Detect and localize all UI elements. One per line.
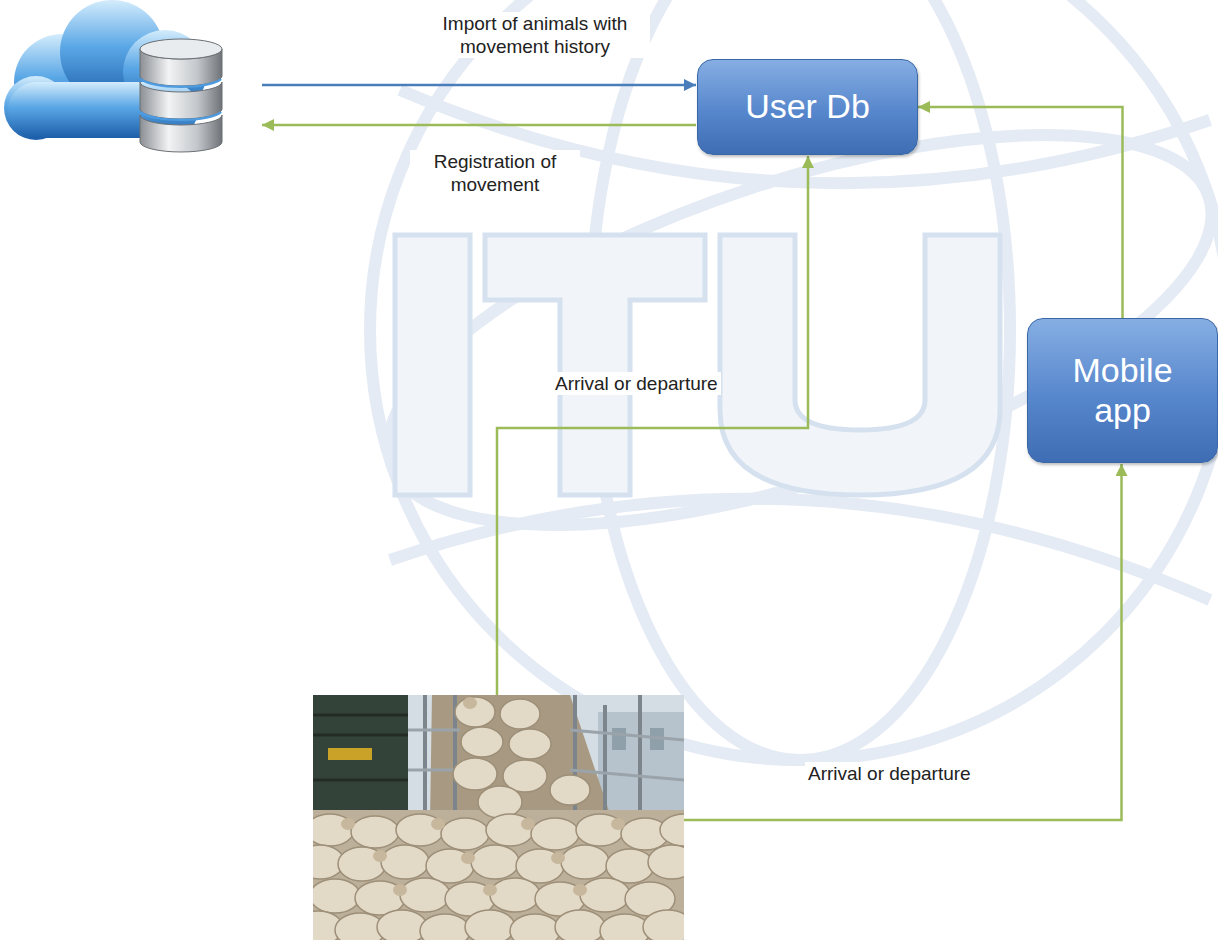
sheep-photo bbox=[550, 775, 590, 805]
import-arrow bbox=[262, 84, 696, 87]
sheep-photo bbox=[570, 770, 684, 780]
sheep-photo bbox=[313, 779, 408, 782]
sheep-photo bbox=[313, 695, 684, 940]
cloud-database-icon bbox=[141, 79, 221, 120]
cloud-database-icon bbox=[4, 0, 222, 152]
cloud-database-icon bbox=[140, 39, 222, 59]
box-label: Mobile app bbox=[1042, 351, 1203, 429]
sheep-photo bbox=[461, 727, 503, 757]
sheep-photo bbox=[660, 814, 684, 846]
sheep-photo bbox=[509, 729, 551, 759]
sheep-photo bbox=[500, 699, 540, 729]
arrival-arrow bbox=[497, 156, 808, 695]
cloud-database-icon bbox=[140, 39, 222, 152]
flow-lines bbox=[262, 85, 1122, 820]
flow-label: Registration of movement bbox=[410, 150, 580, 196]
flow-label: Arrival or departure bbox=[805, 762, 974, 785]
sheep-photo bbox=[338, 847, 386, 881]
sheep-photo bbox=[328, 748, 372, 760]
sheep-photo bbox=[313, 879, 360, 913]
sheep-photo bbox=[471, 845, 519, 879]
watermark-emblem bbox=[370, 0, 1218, 760]
watermark-letters bbox=[720, 235, 1000, 495]
sheep-photo bbox=[313, 697, 684, 940]
sheep-photo bbox=[313, 814, 354, 846]
sheep-photo bbox=[531, 818, 579, 850]
sheep-photo bbox=[430, 695, 612, 820]
cloud-database-icon bbox=[141, 79, 221, 87]
flow-label: Arrival or departure bbox=[552, 372, 721, 395]
sheep-photo bbox=[455, 697, 495, 727]
sheep-photo bbox=[453, 758, 497, 790]
sheep-photo bbox=[561, 845, 609, 879]
sheep-photo bbox=[551, 852, 565, 864]
sheep-photo bbox=[341, 818, 355, 830]
sheep-photo bbox=[341, 697, 625, 896]
sheep-photo bbox=[573, 884, 587, 896]
cloud-database-icon bbox=[141, 112, 221, 120]
sheep-photo bbox=[426, 849, 474, 883]
sheep-photo bbox=[393, 884, 407, 896]
sheep-photo bbox=[377, 910, 427, 940]
sheep-photo bbox=[408, 729, 460, 732]
flow-label: Import of animals with movement history bbox=[420, 12, 650, 58]
sheep-photo bbox=[648, 845, 684, 879]
sheep-photo bbox=[396, 814, 444, 846]
sheep-photo bbox=[486, 814, 534, 846]
arrival-arrow bbox=[684, 464, 1122, 820]
sheep-photo bbox=[463, 697, 477, 709]
sheep-photo bbox=[516, 849, 564, 883]
sheep-photo bbox=[570, 730, 684, 740]
watermark-emblem bbox=[345, 0, 1218, 760]
process-box: Mobile app bbox=[1027, 318, 1218, 463]
watermark-letters bbox=[485, 235, 705, 495]
sheep-photo bbox=[461, 852, 475, 864]
sheep-photo bbox=[351, 816, 399, 848]
sheep-photo bbox=[576, 814, 624, 846]
sheep-photo bbox=[510, 914, 560, 940]
watermark-emblem bbox=[390, 499, 1210, 600]
sheep-photo bbox=[643, 910, 684, 940]
sheep-photo bbox=[521, 818, 535, 830]
sheep-photo bbox=[580, 878, 630, 912]
sheep-photo bbox=[313, 734, 408, 737]
sheep-photo bbox=[431, 818, 445, 830]
sheep-photo bbox=[400, 878, 450, 912]
sheep-photo bbox=[313, 695, 684, 940]
flow-connector bbox=[918, 107, 1123, 318]
process-box: User Db bbox=[697, 59, 918, 155]
sheep-photo bbox=[612, 728, 626, 750]
sheep-photo bbox=[606, 849, 654, 883]
sheep-photo bbox=[373, 850, 387, 862]
watermark-letters bbox=[395, 235, 470, 495]
sheep-photo bbox=[313, 714, 408, 717]
watermark-emblem bbox=[345, 54, 1218, 605]
sheep-photo bbox=[478, 786, 522, 818]
sheep-photo bbox=[381, 845, 429, 879]
sheep-photo bbox=[420, 914, 470, 940]
sheep-photo bbox=[423, 695, 427, 830]
sheep-photo bbox=[490, 878, 540, 912]
watermark-letters bbox=[395, 235, 1000, 495]
sheep-photo bbox=[555, 910, 605, 940]
sheep-photo bbox=[441, 818, 489, 850]
sheep-photo bbox=[408, 769, 460, 772]
sheep-photo bbox=[313, 695, 408, 820]
sheep-photo bbox=[465, 910, 515, 940]
sheep-photo bbox=[313, 715, 408, 780]
sheep-photo bbox=[611, 818, 625, 830]
registration-arrow bbox=[262, 124, 696, 127]
box-label: User Db bbox=[745, 87, 870, 126]
sheep-photo bbox=[483, 884, 497, 896]
